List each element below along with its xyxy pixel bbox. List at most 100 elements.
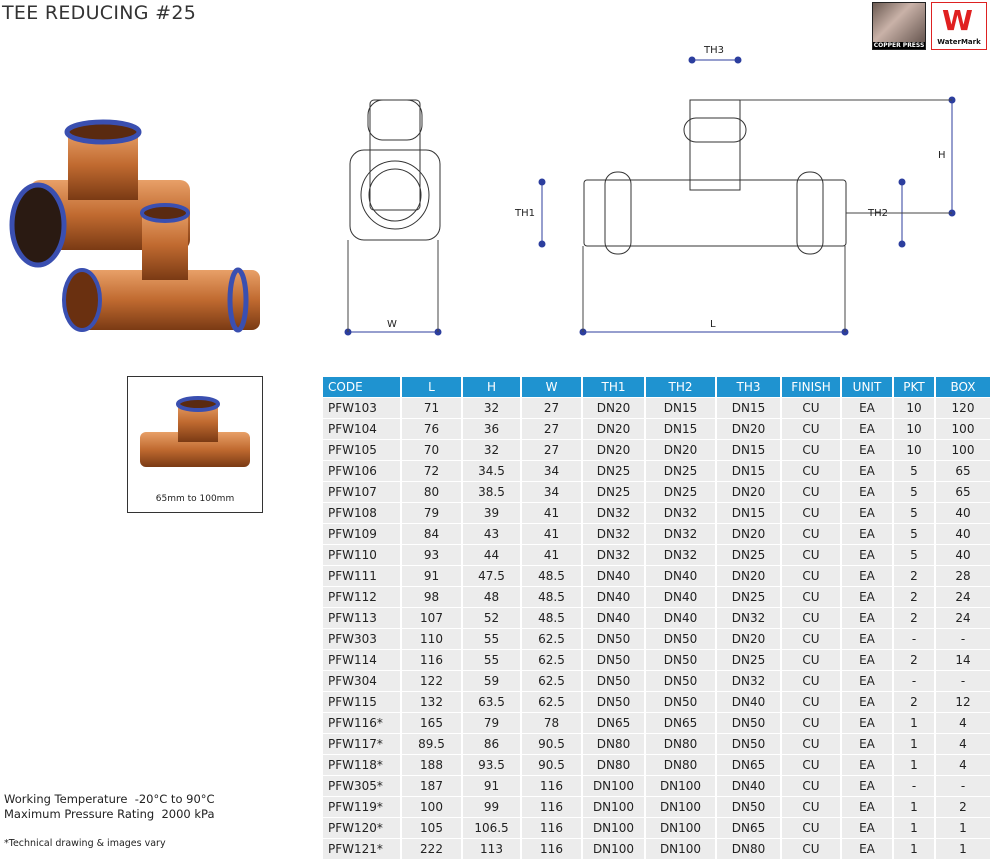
table-cell: 27 [521, 396, 583, 418]
table-cell: CU [781, 816, 842, 838]
table-cell: DN50 [645, 648, 717, 670]
table-cell: 48.5 [521, 606, 583, 628]
watermark-logo-text: WaterMark [937, 38, 981, 46]
table-cell: 79 [462, 711, 522, 733]
table-cell: CU [781, 774, 842, 796]
table-cell: CU [781, 417, 842, 439]
column-header: BOX [935, 377, 990, 397]
table-cell: DN65 [645, 711, 717, 733]
table-cell: 48.5 [521, 585, 583, 607]
table-cell: 132 [401, 690, 463, 712]
table-cell: 4 [935, 753, 990, 775]
table-cell: 165 [401, 711, 463, 733]
table-cell: DN80 [716, 837, 782, 859]
table-cell: DN40 [582, 564, 646, 586]
table-cell: CU [781, 522, 842, 544]
thumbnail-photo [140, 396, 250, 467]
table-cell: DN40 [645, 585, 717, 607]
table-cell: 62.5 [521, 669, 583, 691]
table-cell: EA [841, 606, 894, 628]
table-cell: 48 [462, 585, 522, 607]
table-cell: 44 [462, 543, 522, 565]
dim-label-l: L [710, 319, 716, 330]
table-cell: DN80 [645, 753, 717, 775]
table-cell: DN20 [582, 438, 646, 460]
table-cell: DN100 [645, 837, 717, 859]
table-cell: DN25 [716, 543, 782, 565]
table-cell: 4 [935, 732, 990, 754]
column-header: FINISH [781, 377, 842, 397]
table-cell: 76 [401, 417, 463, 439]
table-cell: 86 [462, 732, 522, 754]
table-cell: DN32 [716, 669, 782, 691]
table-cell: CU [781, 480, 842, 502]
table-cell: 188 [401, 753, 463, 775]
table-cell: 71 [401, 396, 463, 418]
column-header: TH3 [716, 377, 782, 397]
table-cell: 2 [893, 648, 936, 670]
table-cell: 55 [462, 627, 522, 649]
table-cell: 2 [893, 564, 936, 586]
table-cell: EA [841, 459, 894, 481]
table-cell: EA [841, 816, 894, 838]
table-cell: PFW107 [323, 480, 402, 502]
table-cell: 187 [401, 774, 463, 796]
table-cell: 10 [893, 417, 936, 439]
table-cell: 27 [521, 438, 583, 460]
table-cell: 110 [401, 627, 463, 649]
table-cell: 106.5 [462, 816, 522, 838]
table-cell: EA [841, 417, 894, 439]
table-cell: 120 [935, 396, 990, 418]
table-cell: DN100 [582, 816, 646, 838]
table-cell: CU [781, 396, 842, 418]
table-cell: DN20 [582, 417, 646, 439]
table-cell: 1 [935, 816, 990, 838]
table-cell: CU [781, 438, 842, 460]
table-cell: 2 [893, 690, 936, 712]
table-cell: DN50 [582, 627, 646, 649]
table-cell: PFW117* [323, 732, 402, 754]
table-cell: DN100 [582, 837, 646, 859]
table-cell: PFW121* [323, 837, 402, 859]
working-temperature: Working Temperature -20°C to 90°C [4, 792, 215, 806]
table-cell: 91 [462, 774, 522, 796]
table-cell: DN40 [645, 606, 717, 628]
table-cell: DN25 [716, 585, 782, 607]
column-header: H [462, 377, 522, 397]
dim-label-th3: TH3 [703, 45, 724, 56]
table-cell: 1 [893, 732, 936, 754]
size-range-thumbnail: 65mm to 100mm [127, 376, 263, 513]
table-cell: 43 [462, 522, 522, 544]
table-cell: PFW304 [323, 669, 402, 691]
table-cell: EA [841, 438, 894, 460]
table-cell: PFW104 [323, 417, 402, 439]
table-cell: 100 [935, 417, 990, 439]
table-cell: PFW112 [323, 585, 402, 607]
table-cell: DN25 [645, 480, 717, 502]
table-cell: CU [781, 837, 842, 859]
table-cell: 5 [893, 522, 936, 544]
table-cell: CU [781, 543, 842, 565]
table-cell: 116 [521, 795, 583, 817]
table-cell: 59 [462, 669, 522, 691]
table-cell: DN65 [582, 711, 646, 733]
table-cell: PFW109 [323, 522, 402, 544]
table-cell: DN80 [582, 753, 646, 775]
table-cell: CU [781, 711, 842, 733]
table-cell: DN50 [716, 732, 782, 754]
